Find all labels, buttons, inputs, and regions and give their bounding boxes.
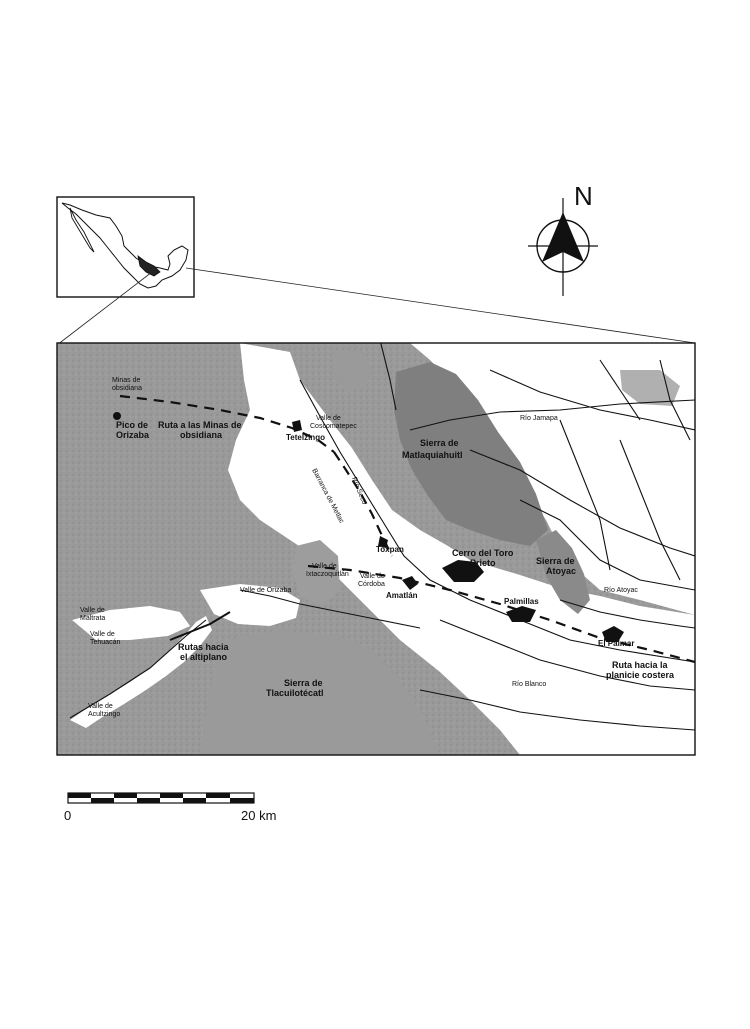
scale-bar: 0 20 km xyxy=(64,792,276,823)
label-toxpan: Toxpan xyxy=(376,545,404,554)
label-rio-blanco: Río Blanco xyxy=(512,681,546,688)
palmillas-marker xyxy=(506,606,536,622)
label-rutas-altiplano-line2: el altiplano xyxy=(180,652,228,662)
north-label: N xyxy=(574,181,593,211)
route-to-coast xyxy=(307,564,695,664)
label-el-palmar: El Palmar xyxy=(598,639,634,648)
scale-start-label: 0 xyxy=(64,808,71,823)
west-valley-patch xyxy=(72,606,190,640)
main-map: Minas de obsidiana Valle de Coscomatepec… xyxy=(57,343,695,755)
label-ixtaczoquitlan-line2: Ixtaczoquitlán xyxy=(306,571,349,578)
sierra-atoyac-area xyxy=(536,530,590,614)
label-tehuacan-line1: Valle de xyxy=(90,631,115,638)
medium-labels: Pico de Orizaba Ruta a las Minas de obsi… xyxy=(116,420,675,698)
label-sierra-tlacuilotecatl-line1: Sierra de xyxy=(284,678,323,688)
baja-outline xyxy=(69,207,95,253)
label-sierra-atoyac-line1: Sierra de xyxy=(536,556,575,566)
study-area-marker xyxy=(137,255,161,277)
el-palmar-marker xyxy=(602,626,624,642)
label-cerro-toro-line2: Prieto xyxy=(470,558,496,568)
patch-north xyxy=(332,350,372,392)
inset-map xyxy=(56,196,195,298)
label-coscomatepec-line1: Valle de xyxy=(316,415,341,422)
cerro-toro-prieto-marker xyxy=(442,560,484,582)
central-valley xyxy=(228,343,695,755)
label-rio-jamapa: Río Jamapa xyxy=(520,415,558,422)
scale-end-label: 20 km xyxy=(241,808,276,823)
patch-valley xyxy=(292,540,340,606)
route-to-mines xyxy=(119,394,335,453)
route-altiplano-line xyxy=(169,611,231,641)
label-rio-atoyac: Río Atoyac xyxy=(604,587,638,594)
label-cordoba-line2: Córdoba xyxy=(358,581,385,588)
label-valle-orizaba: Valle de Orizaba xyxy=(240,587,291,594)
label-palmillas: Palmillas xyxy=(504,597,539,606)
label-amatlan: Amatlán xyxy=(386,591,418,600)
toxpan-marker xyxy=(378,536,388,548)
north-arrow: N xyxy=(528,181,598,296)
site-markers xyxy=(113,412,624,642)
label-acultzingo-line2: Acultzingo xyxy=(88,711,120,718)
label-sierra-matlaquiahuitl-line2: Matlaquiahuitl xyxy=(402,450,463,460)
label-minas-line1: Minas de xyxy=(112,377,141,384)
label-cordoba-line1: Valle de xyxy=(360,573,385,580)
label-maltrata-line1: Valle de xyxy=(80,607,105,614)
leader-lines xyxy=(56,267,696,346)
label-tetelzingo: Tetelzingo xyxy=(286,433,325,442)
label-maltrata-line2: Maltrata xyxy=(80,615,105,622)
tetelzingo-marker xyxy=(292,420,302,432)
label-acultzingo-line1: Valle de xyxy=(88,703,113,710)
sierra-tlacuilotecatl-area xyxy=(200,630,440,755)
label-cerro-toro-line1: Cerro del Toro xyxy=(452,548,514,558)
label-sierra-matlaquiahuitl-line1: Sierra de xyxy=(420,438,459,448)
amatlan-marker xyxy=(402,576,418,590)
label-ruta-minas-line2: obsidiana xyxy=(180,430,223,440)
main-map-frame xyxy=(56,342,696,756)
pico-orizaba-marker xyxy=(113,412,121,420)
label-ruta-planicie-line1: Ruta hacia la xyxy=(612,660,669,670)
label-rutas-altiplano-line1: Rutas hacia xyxy=(178,642,230,652)
label-ixtaczoquitlan-line1: Valle de xyxy=(312,563,337,570)
label-tehuacan-line2: Tehuacán xyxy=(90,639,120,646)
rivers xyxy=(69,343,695,731)
label-pico-orizaba-line1: Pico de xyxy=(116,420,148,430)
label-coscomatepec-line2: Coscomatepec xyxy=(310,423,357,430)
mexico-outline xyxy=(61,202,189,289)
label-ruta-planicie-line2: planicie costera xyxy=(606,670,675,680)
label-pico-orizaba-line2: Orizaba xyxy=(116,430,150,440)
label-ruta-minas-line1: Ruta a las Minas de xyxy=(158,420,242,430)
sierra-matlaquiahuitl-area xyxy=(394,362,548,546)
label-minas-line2: obsidiana xyxy=(112,385,142,392)
label-sierra-tlacuilotecatl-line2: Tlacuilotécatl xyxy=(266,688,324,698)
label-sierra-atoyac-line2: Atoyac xyxy=(546,566,576,576)
